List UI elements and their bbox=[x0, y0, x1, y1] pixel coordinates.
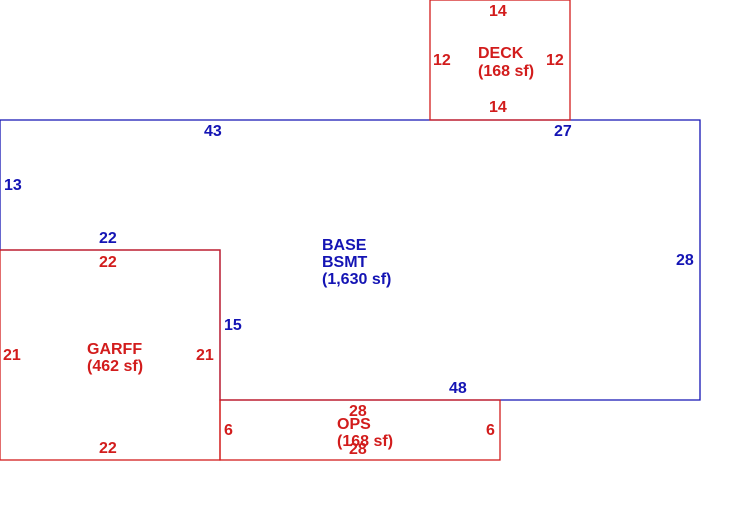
deck-top-dimension: 14 bbox=[489, 3, 507, 20]
porch-top-dimension: 28 bbox=[349, 403, 367, 420]
garage-bottom-dimension: 22 bbox=[99, 440, 117, 457]
base-top-right-dimension: 27 bbox=[554, 123, 572, 140]
base-bottom-dimension: 48 bbox=[449, 380, 467, 397]
deck-outline bbox=[429, 0, 571, 121]
base-garage-top-dimension: 22 bbox=[99, 230, 117, 247]
porch-area-label: (168 sf) bbox=[337, 433, 394, 450]
base-right-dimension: 28 bbox=[676, 252, 694, 269]
garage-code-label: GARFF bbox=[87, 341, 143, 358]
deck-left-dimension: 12 bbox=[433, 52, 451, 69]
deck-right-dimension: 12 bbox=[546, 52, 564, 69]
base-left-dimension: 13 bbox=[4, 177, 22, 194]
deck-area-label: (168 sf) bbox=[478, 63, 535, 80]
base-area-label: (1,630 sf) bbox=[322, 271, 392, 288]
base-code-label: BASE bbox=[322, 237, 367, 254]
garage-top-dimension: 22 bbox=[99, 254, 117, 271]
base-inner-vertical-dimension: 15 bbox=[224, 317, 242, 334]
porch-right-dimension: 6 bbox=[486, 422, 495, 439]
garage-left-dimension: 21 bbox=[3, 347, 21, 364]
porch-left-dimension: 6 bbox=[224, 422, 233, 439]
garage-area-label: (462 sf) bbox=[87, 358, 144, 375]
deck-code-label: DECK bbox=[478, 45, 524, 62]
garage-outline bbox=[0, 249, 221, 461]
base-top-left-dimension: 43 bbox=[204, 123, 222, 140]
porch-bottom-dimension: 28 bbox=[349, 441, 367, 458]
porch-code-label: OPS bbox=[337, 416, 371, 433]
deck-bottom-dimension: 14 bbox=[489, 99, 507, 116]
porch-outline bbox=[219, 399, 501, 461]
garage-right-dimension: 21 bbox=[196, 347, 214, 364]
base-sub-label: BSMT bbox=[322, 254, 368, 271]
